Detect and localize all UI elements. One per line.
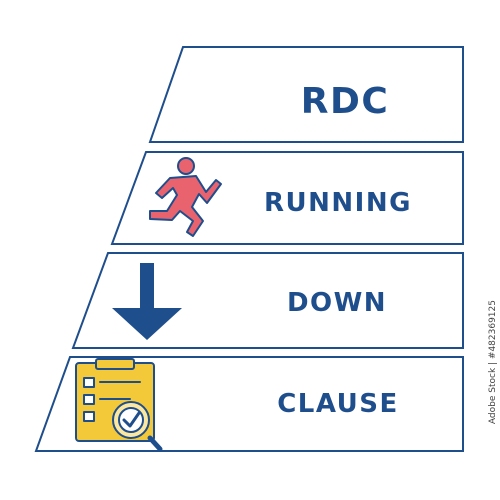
diagram-title: RDC bbox=[301, 81, 390, 122]
stock-watermark: Adobe Stock | #482369125 bbox=[488, 300, 498, 425]
tier-running: RUNNING bbox=[110, 151, 464, 245]
tier-clause: CLAUSE bbox=[34, 356, 464, 452]
tier-down-label: DOWN bbox=[287, 288, 387, 318]
tier-down: DOWN bbox=[71, 252, 464, 349]
running-person-icon bbox=[149, 157, 222, 237]
tier-title: RDC bbox=[148, 46, 464, 143]
tier-down-panel bbox=[71, 252, 464, 349]
tier-running-label: RUNNING bbox=[264, 188, 412, 218]
checklist-magnifier-icon bbox=[75, 358, 163, 452]
down-arrow-icon bbox=[112, 263, 182, 340]
tier-clause-label: CLAUSE bbox=[277, 389, 399, 419]
tier-title-panel bbox=[148, 46, 464, 143]
